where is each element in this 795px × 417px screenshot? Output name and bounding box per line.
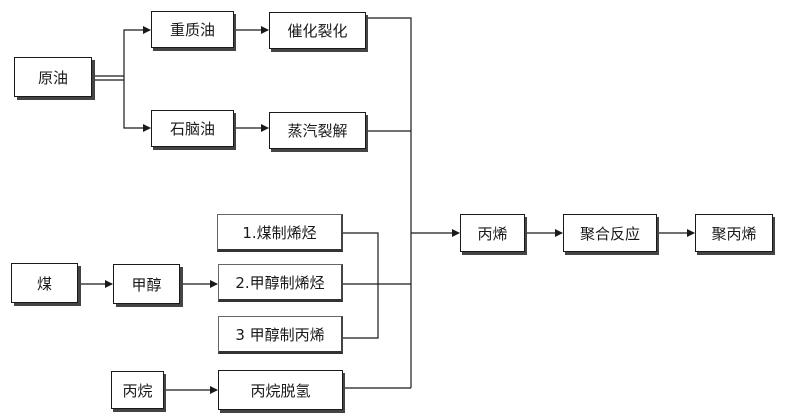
node-heavy-oil: 重质油 (151, 11, 234, 48)
node-polypropylene: 聚丙烯 (695, 214, 773, 252)
node-coal-to-olefins: 1.煤制烯烃 (217, 214, 343, 252)
node-propane-dehydrogenation: 丙烷脱氢 (218, 370, 343, 410)
edge-cat-to-trunk (366, 17, 412, 388)
edge-cto-bracket (343, 232, 379, 339)
node-steam-cracking: 蒸汽裂解 (269, 112, 366, 149)
node-methanol: 甲醇 (113, 264, 180, 304)
node-crude-oil: 原油 (14, 57, 92, 97)
node-methanol-to-olefins: 2.甲醇制烯烃 (218, 264, 343, 302)
node-naphtha: 石脑油 (151, 110, 234, 147)
edge-crude-to-naphtha (123, 76, 151, 132)
node-catalytic-cracking: 催化裂化 (269, 12, 366, 49)
node-propane: 丙烷 (111, 371, 164, 409)
node-polymerization: 聚合反应 (563, 214, 657, 252)
node-methanol-to-propylene: 3 甲醇制丙烯 (218, 316, 343, 354)
edge-crude-to-heavy (123, 26, 151, 76)
node-propylene: 丙烯 (460, 214, 525, 252)
node-coal: 煤 (11, 263, 78, 303)
